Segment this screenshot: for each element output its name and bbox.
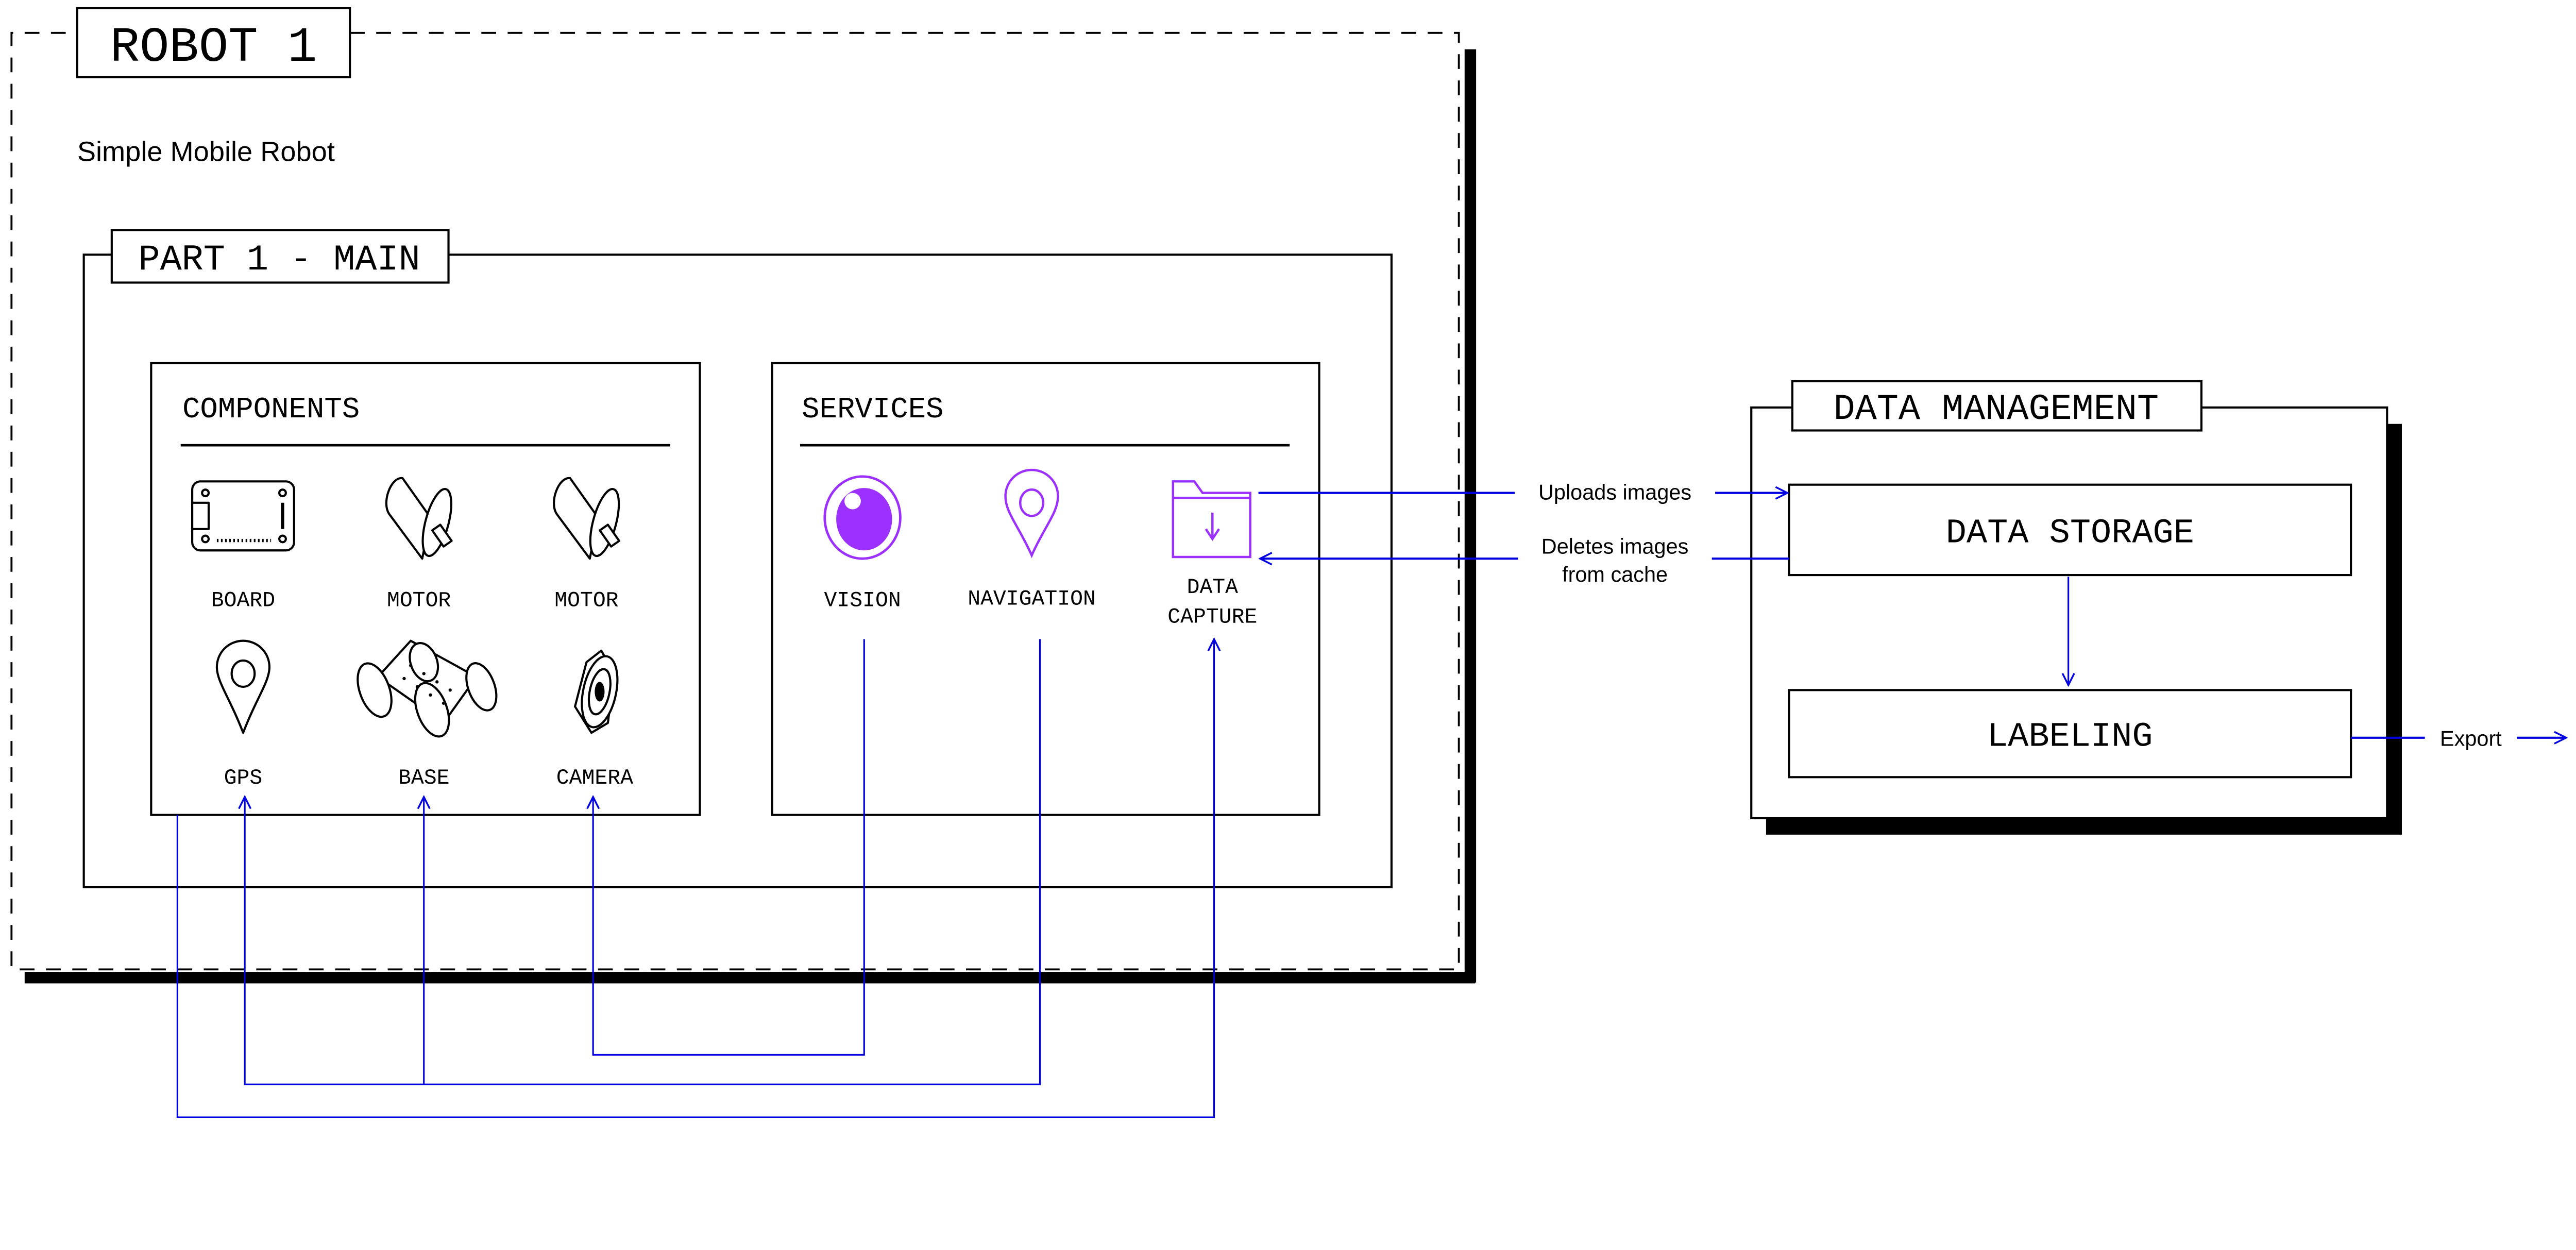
service-label-vision: VISION bbox=[824, 589, 901, 613]
robot-frame bbox=[10, 31, 1477, 984]
data-management-title-box bbox=[1791, 380, 2203, 432]
labeling-box bbox=[1788, 689, 2352, 779]
motor-icon bbox=[385, 477, 453, 560]
components-title: COMPONENTS bbox=[182, 393, 360, 427]
folder-download-icon bbox=[1172, 480, 1251, 559]
robot-architecture-diagram: ROBOT 1 Simple Mobile Robot PART 1 - MAI… bbox=[10, 7, 2576, 1118]
data-storage-box bbox=[1788, 483, 2352, 577]
component-label-board: BOARD bbox=[211, 589, 275, 613]
navigation-to-gps-wire bbox=[245, 639, 1041, 1086]
data-storage-label: DATA STORAGE bbox=[1946, 514, 2194, 553]
camera-icon bbox=[573, 649, 619, 734]
component-label-base: BASE bbox=[398, 766, 449, 790]
components-box bbox=[150, 362, 701, 816]
deletes-label-2: from cache bbox=[1562, 562, 1668, 586]
part-title-box bbox=[110, 229, 450, 284]
component-label-motor-2: MOTOR bbox=[554, 589, 618, 613]
services-title: SERVICES bbox=[802, 393, 943, 427]
uploads-label: Uploads images bbox=[1538, 480, 1691, 504]
board-icon bbox=[191, 480, 295, 552]
rover-base-icon bbox=[357, 639, 498, 738]
labeling-label: LABELING bbox=[1987, 718, 2153, 757]
component-label-camera: CAMERA bbox=[556, 766, 633, 790]
map-pin-icon bbox=[215, 639, 271, 734]
eye-icon bbox=[823, 475, 902, 560]
robot-title-box bbox=[76, 7, 351, 78]
service-label-data-capture-2: CAPTURE bbox=[1167, 605, 1257, 630]
export-label: Export bbox=[2440, 727, 2502, 751]
map-pin-icon bbox=[1004, 468, 1059, 559]
vision-to-camera-wire bbox=[593, 639, 865, 1056]
part-title: PART 1 - MAIN bbox=[138, 240, 420, 281]
component-label-motor-1: MOTOR bbox=[387, 589, 451, 613]
service-label-data-capture-1: DATA bbox=[1187, 576, 1239, 600]
robot-subtitle: Simple Mobile Robot bbox=[77, 137, 335, 167]
service-label-navigation: NAVIGATION bbox=[968, 587, 1096, 611]
wiring bbox=[176, 639, 1214, 1118]
motor-icon bbox=[553, 477, 620, 560]
deletes-label-1: Deletes images bbox=[1541, 534, 1689, 559]
robot-title: ROBOT 1 bbox=[110, 20, 317, 76]
components-to-data-capture-wire bbox=[176, 639, 1214, 1118]
component-label-gps: GPS bbox=[224, 766, 263, 790]
data-management-title: DATA MANAGEMENT bbox=[1834, 390, 2159, 430]
